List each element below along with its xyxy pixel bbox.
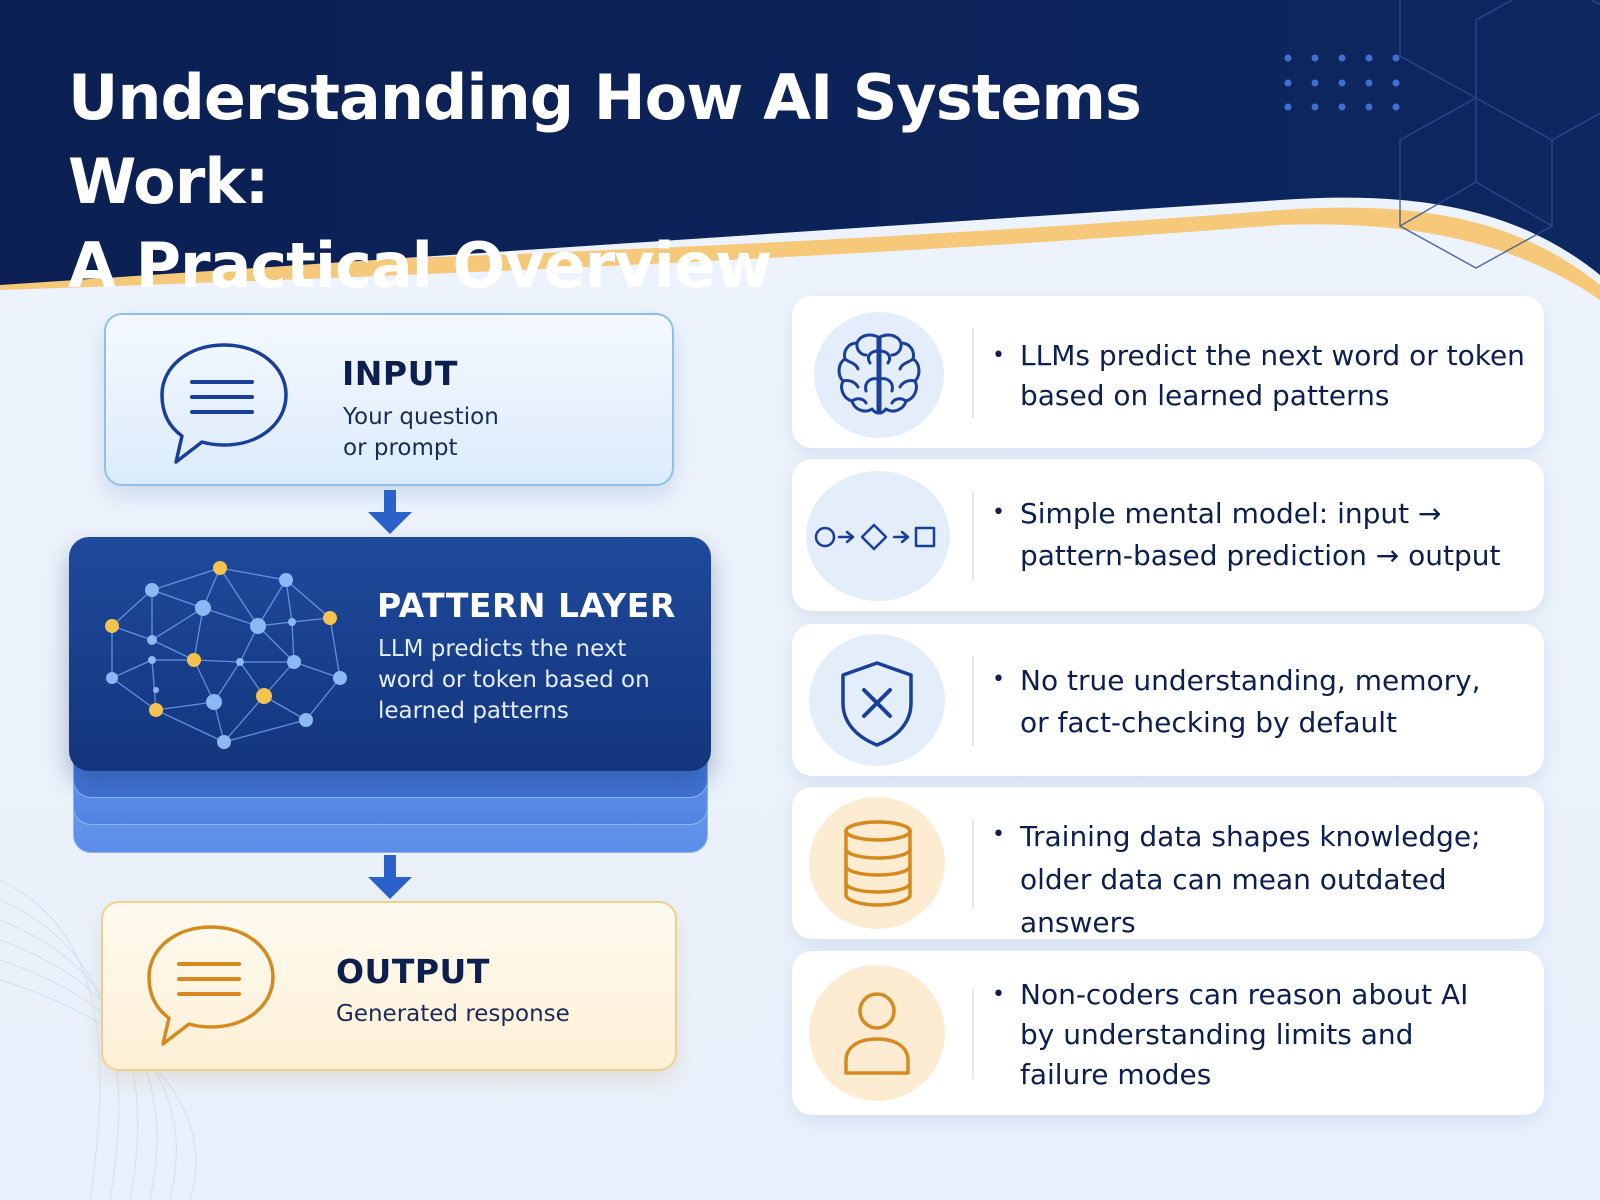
pattern-layer-card (69, 537, 711, 771)
neural-network-icon (105, 561, 347, 749)
title-line-1: Understanding How AI Systems Work: (68, 61, 1142, 218)
person-icon (844, 992, 910, 1075)
info-text: Non-coders can reason about AI by unders… (1020, 978, 1469, 1091)
bullet: • (992, 343, 1005, 368)
page-title: Understanding How AI Systems Work: A Pra… (68, 56, 1218, 308)
input-heading: INPUT (342, 354, 458, 393)
output-heading: OUTPUT (336, 952, 490, 991)
arrow-down-icon (368, 490, 412, 534)
divider (972, 656, 974, 746)
bullet: • (992, 982, 1005, 1007)
info-card-limits: • No true understanding, memory, or fact… (792, 624, 1544, 776)
arrow-down-icon (368, 855, 412, 899)
speech-bubble-icon (160, 343, 288, 464)
info-text: Training data shapes knowledge; older da… (1020, 820, 1481, 939)
divider (972, 491, 974, 581)
brain-icon (837, 333, 921, 415)
icon-circle (809, 797, 945, 929)
divider (972, 819, 974, 909)
info-text: LLMs predict the next word or token base… (1020, 339, 1525, 412)
shield-x-icon (841, 661, 913, 747)
pattern-heading: PATTERN LAYER (377, 586, 676, 625)
bullet: • (992, 667, 1005, 692)
title-line-2: A Practical Overview (68, 229, 772, 302)
icon-circle (806, 471, 950, 601)
bullet: • (992, 822, 1005, 847)
gold-wave (0, 207, 1600, 300)
header-band (0, 0, 1600, 285)
bullet: • (992, 500, 1005, 525)
flow-shapes-icon (814, 523, 936, 551)
info-card-mental-model: • Simple mental model: input → pattern-b… (792, 459, 1544, 611)
input-subtitle: Your question or prompt (343, 404, 499, 461)
info-card-non-coders: • Non-coders can reason about AI by unde… (792, 951, 1544, 1115)
info-text: Simple mental model: input → pattern-bas… (1020, 497, 1501, 572)
dot-grid-decoration (1284, 54, 1400, 111)
icon-circle (809, 965, 945, 1101)
divider (972, 989, 974, 1079)
info-card-predict: • LLMs predict the next word or token ba… (792, 296, 1544, 448)
info-card-training-data: • Training data shapes knowledge; older … (792, 787, 1544, 939)
speech-bubble-icon (147, 925, 275, 1046)
input-card (104, 313, 674, 486)
database-icon (844, 820, 912, 907)
output-subtitle: Generated response (336, 1001, 570, 1027)
hexagon-lines-decoration (1399, 0, 1600, 269)
info-text: No true understanding, memory, or fact-c… (1020, 664, 1481, 739)
pattern-subtitle: LLM predicts the next word or token base… (378, 636, 650, 724)
divider (972, 328, 974, 418)
